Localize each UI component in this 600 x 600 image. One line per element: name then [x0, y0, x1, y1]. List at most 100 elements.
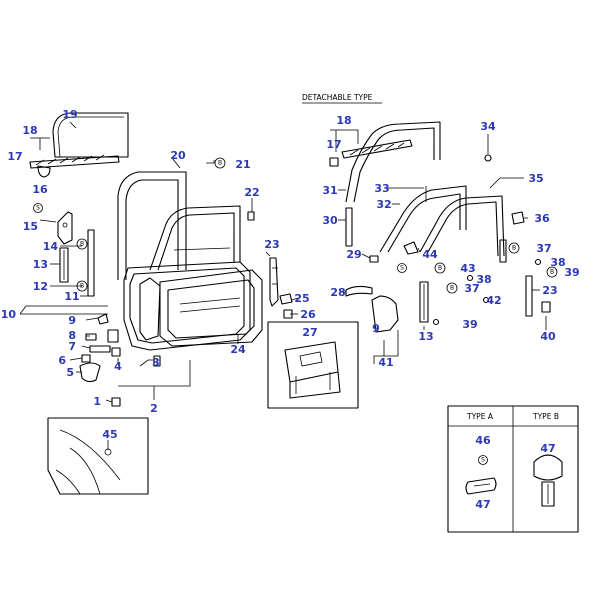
regulator-bracket — [57, 211, 73, 245]
callout-12: 12 — [33, 280, 48, 293]
callout-37: 37 — [536, 242, 551, 255]
callout-45: 45 — [102, 428, 117, 441]
callout-8: 8 — [68, 329, 76, 342]
callout-17: 17 — [7, 150, 22, 163]
callout-7: 7 — [68, 340, 76, 353]
svg-text:B: B — [80, 283, 84, 290]
b-marker: B — [446, 282, 458, 294]
door-shell — [123, 261, 251, 351]
svg-text:B: B — [550, 269, 554, 276]
b-marker: B — [76, 238, 88, 250]
callout-47-type-a: 47 — [475, 498, 490, 511]
callout-20: 20 — [170, 149, 186, 162]
door-frame-weatherstrip — [117, 171, 187, 280]
svg-text:S: S — [400, 265, 404, 272]
callout-26: 26 — [300, 308, 316, 321]
callout-13: 13 — [33, 258, 48, 271]
callout-14: 14 — [43, 240, 59, 253]
callout-40: 40 — [540, 330, 556, 343]
callout-5: 5 — [66, 366, 74, 379]
s-marker: S — [397, 263, 407, 273]
callout-35: 35 — [528, 172, 543, 185]
callout-15: 15 — [23, 220, 38, 233]
glass-run-strip-left — [29, 154, 120, 178]
callout-9-detachable: 9 — [372, 322, 380, 335]
door-hinge-right — [499, 239, 551, 317]
rear-frame-weatherstrip — [345, 121, 441, 203]
callout-31: 31 — [322, 184, 337, 197]
small-fasteners-left — [79, 313, 161, 407]
callout-23: 23 — [264, 238, 279, 251]
callout-23-detachable: 23 — [542, 284, 557, 297]
svg-text:B: B — [438, 265, 442, 272]
callout-41: 41 — [378, 356, 393, 369]
b-marker: B — [76, 280, 88, 292]
rear-channel — [371, 281, 429, 333]
callout-1: 1 — [93, 395, 101, 408]
quarter-frame — [419, 195, 505, 257]
glass-run-strip-right — [329, 139, 413, 167]
door-side-seal — [87, 229, 95, 297]
callout-33: 33 — [374, 182, 389, 195]
callout-18-detachable: 18 — [336, 114, 351, 127]
door-glass — [52, 112, 129, 158]
callout-28: 28 — [330, 286, 345, 299]
callout-38-lower: 38 — [476, 273, 491, 286]
callout-29: 29 — [346, 248, 361, 261]
callout-38: 38 — [550, 256, 565, 269]
callout-2: 2 — [150, 402, 158, 415]
b-marker: B — [434, 262, 446, 274]
callout-6: 6 — [58, 354, 66, 367]
svg-text:B: B — [450, 285, 454, 292]
type-comparison-box — [447, 405, 579, 533]
callout-24: 24 — [230, 343, 246, 356]
callout-37-lower: 37 — [464, 282, 479, 295]
b-marker: B — [214, 157, 226, 169]
type-a-header: TYPE A — [466, 412, 494, 421]
callout-42: 42 — [486, 294, 501, 307]
callout-43: 43 — [460, 262, 475, 275]
callout-13-detachable: 13 — [418, 330, 433, 343]
callout-18: 18 — [22, 124, 37, 137]
callout-4: 4 — [114, 360, 122, 373]
callout-11: 11 — [64, 290, 79, 303]
door-handle-28 — [345, 285, 373, 297]
callout-21: 21 — [235, 158, 250, 171]
door-trim-panel — [159, 269, 263, 347]
door-window-sash — [149, 205, 241, 271]
callout-22: 22 — [244, 186, 259, 199]
door-hinge-left — [247, 211, 279, 307]
callout-39: 39 — [564, 266, 579, 279]
callout-16: 16 — [32, 183, 48, 196]
svg-text:S: S — [36, 205, 40, 212]
detachable-type-header: DETACHABLE TYPE — [302, 93, 373, 102]
callout-44: 44 — [422, 248, 438, 261]
svg-text:B: B — [80, 241, 84, 248]
clips-right — [369, 154, 525, 263]
callout-46: 46 — [475, 434, 491, 447]
b-marker: B — [508, 242, 520, 254]
callout-32: 32 — [376, 198, 391, 211]
callout-36: 36 — [534, 212, 550, 225]
callout-25: 25 — [294, 292, 309, 305]
inset-location-view — [47, 417, 149, 495]
s-marker: S — [33, 203, 43, 213]
bolts-25-26 — [279, 293, 293, 319]
s-marker: S — [478, 455, 488, 465]
b-marker: B — [546, 266, 558, 278]
type-b-header: TYPE B — [532, 412, 559, 421]
leader-lines-right — [330, 129, 547, 364]
callout-47-type-b: 47 — [540, 442, 555, 455]
callout-numbers: 1 2 3 4 5 6 7 8 9 10 11 12 13 14 15 16 1… — [1, 108, 580, 511]
regulator-channel-left — [59, 247, 69, 283]
small-bolts-right — [432, 258, 542, 326]
callout-34: 34 — [480, 120, 496, 133]
callout-3: 3 — [152, 356, 160, 369]
rear-door-frame — [379, 185, 467, 253]
svg-text:B: B — [512, 245, 516, 252]
svg-text:B: B — [218, 160, 222, 167]
callout-10: 10 — [1, 308, 17, 321]
storage-box-panel — [267, 321, 359, 409]
leader-lines-left — [19, 121, 299, 450]
